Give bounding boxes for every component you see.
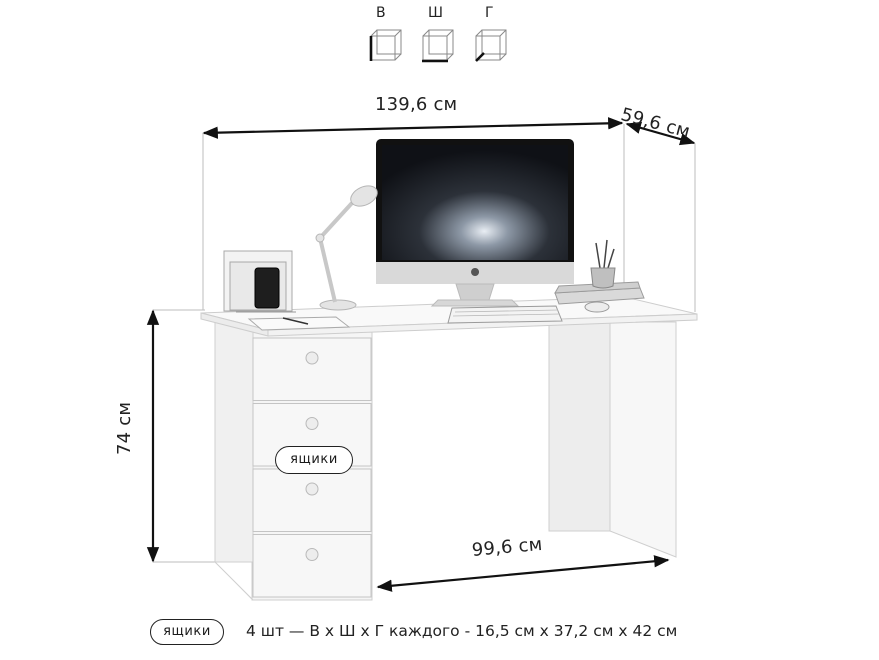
cube-depth-icon [475,29,507,62]
cube-width-icon [422,29,454,63]
width-axis-label: Ш [428,5,443,21]
file-organizer-icon [223,250,296,313]
drawer-knob-icon [305,417,319,430]
apple-logo-icon [471,268,480,276]
drawer-front [252,468,372,532]
drawer-spec-text: 4 шт — В х Ш х Г каждого - 16,5 см х 37,… [246,622,678,640]
desk-lamp-icon [315,185,378,311]
cube-height-icon [369,29,402,61]
drawer-front [252,534,372,598]
height-dimension-label: 74 см [114,401,135,455]
legroom-dimension-arrow [376,555,670,592]
extension-lines [153,124,696,563]
height-axis-label: В [376,5,386,21]
drawer-front [252,337,372,401]
depth-dimension-arrow [625,121,696,146]
drawer-knob-icon [305,482,319,496]
keyboard-icon [447,305,563,324]
footer-drawers-pill: ящики [150,619,224,645]
drawer-knob-icon [305,351,319,365]
mouse-icon [584,301,610,313]
pen-cup-icon [590,239,616,289]
drawers [252,337,372,598]
notebook-icon [247,316,351,331]
depth-axis-label: Г [485,5,494,21]
drawer-knob-icon [305,548,319,561]
drawers-callout: ящики [275,446,353,474]
width-dimension-label: 139,6 см [375,94,458,115]
width-dimension-arrow [202,117,624,139]
monitor [376,139,574,307]
